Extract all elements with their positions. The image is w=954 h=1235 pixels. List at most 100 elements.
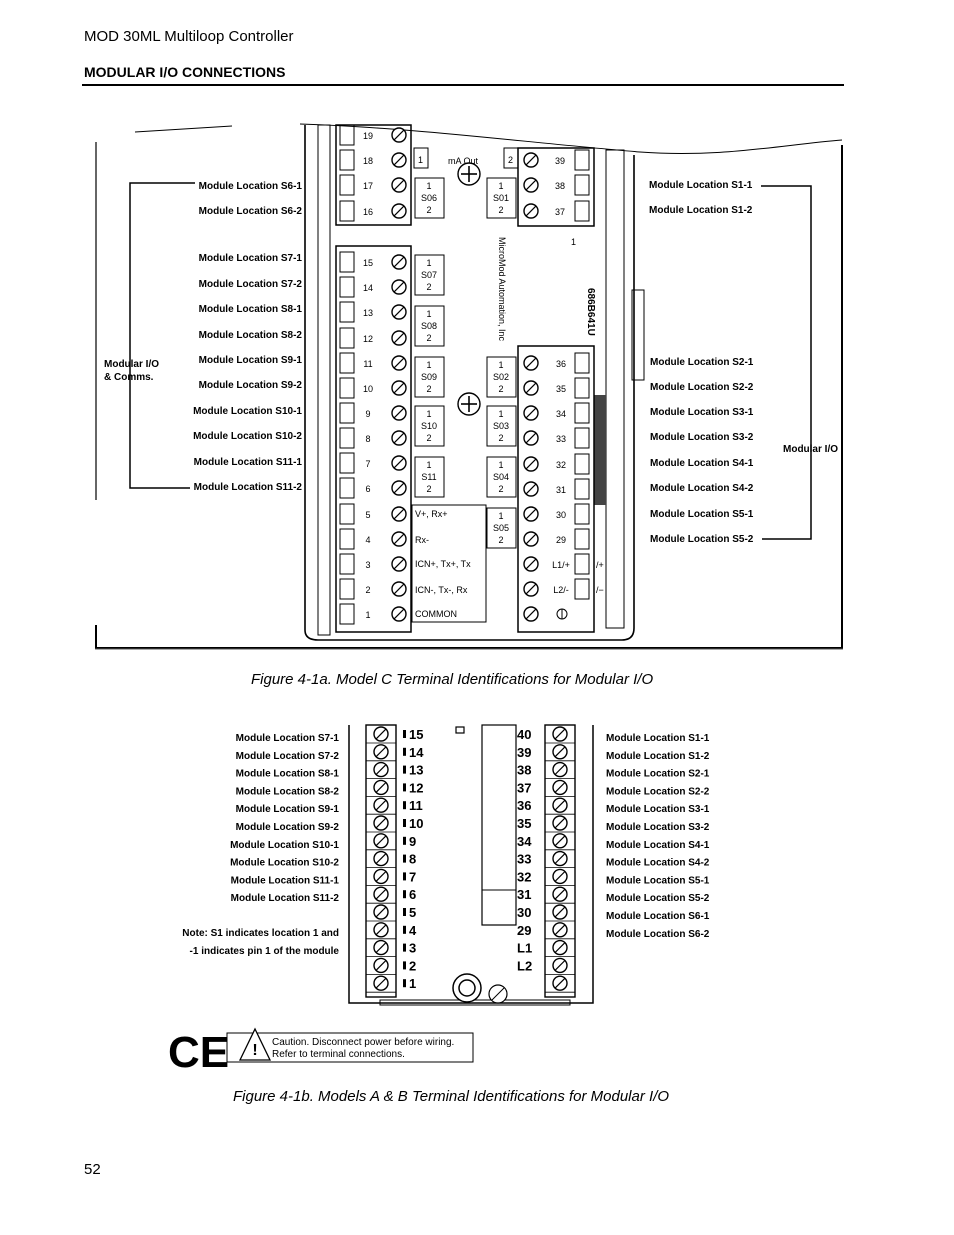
- terminal-b-left-slot: [375, 782, 387, 793]
- terminal-number-b-left: 2: [409, 958, 416, 973]
- section-title: MODULAR I/O CONNECTIONS: [84, 64, 286, 80]
- callout-label-right: Module Location S5-1: [650, 509, 754, 520]
- terminal-number-b-right: 30: [517, 905, 531, 920]
- terminal-number-b-left: 9: [409, 834, 416, 849]
- callout-label-b-right: Module Location S6-1: [606, 911, 710, 922]
- module-pin2-right: 2: [498, 433, 503, 443]
- terminal-b-left-tab: [403, 801, 406, 810]
- terminal-cell-left: [339, 174, 355, 196]
- module-pin1-left: 1: [426, 409, 431, 419]
- terminal-b-left-tab: [403, 836, 406, 845]
- manufacturer-vertical-text: MicroMod Automation, Inc: [497, 237, 507, 342]
- callout-label-b-left: Module Location S8-2: [236, 786, 340, 797]
- ma-out-pin2-box: [503, 147, 519, 169]
- terminal-number-left: 2: [365, 585, 370, 595]
- left-bracket: [129, 182, 195, 489]
- ce-mark: CE: [168, 1028, 229, 1077]
- terminal-number-right: 35: [556, 384, 566, 394]
- callout-label-right-top: Module Location S1-2: [649, 205, 753, 216]
- unit-b-screw-inner: [458, 979, 476, 997]
- callout-label-left: Module Location S7-1: [199, 253, 303, 264]
- callout-label-b-left: Module Location S9-2: [236, 822, 340, 833]
- terminal-number-b-right: 40: [517, 727, 531, 742]
- terminal-cell-left: [339, 528, 355, 550]
- unit-b-ground-slot: [491, 987, 505, 1001]
- terminal-left-slot: [393, 129, 405, 141]
- terminal-left-slot: [393, 256, 405, 268]
- terminal-number-b-left: 11: [409, 798, 423, 813]
- terminal-block-b-left: [365, 724, 397, 998]
- callout-label-b-right: Module Location S1-1: [606, 733, 710, 744]
- callout-label-b-left: Module Location S8-1: [236, 769, 340, 780]
- terminal-left-slot: [393, 281, 405, 293]
- terminal-cell-right: [574, 528, 590, 550]
- callout-label-b-left: Module Location S11-2: [231, 893, 340, 904]
- terminal-block-b-right: [544, 724, 576, 998]
- terminal-number-b-left: 1: [409, 976, 416, 991]
- module-pin1-left: 1: [426, 181, 431, 191]
- terminal-b-left-slot: [375, 942, 387, 953]
- comm-label: Rx-: [415, 535, 429, 545]
- figure-4-1b-caption: Figure 4-1b. Models A & B Terminal Ident…: [233, 1088, 670, 1105]
- module-pin1-right: 1: [498, 409, 503, 419]
- power-plus-label: /+: [596, 560, 604, 570]
- callout-label-right: Module Location S2-2: [650, 382, 754, 393]
- callout-label-right: Module Location S4-2: [650, 483, 754, 494]
- terminal-number-left: 18: [363, 156, 373, 166]
- terminal-block-left-top: [335, 124, 412, 226]
- running-title: MOD 30ML Multiloop Controller: [84, 28, 294, 45]
- terminal-cell-left: [339, 477, 355, 499]
- terminal-b-right-slot: [554, 871, 566, 882]
- callout-label-b-right: Module Location S6-2: [606, 929, 710, 940]
- module-slot-right: [486, 356, 517, 398]
- terminal-cell-right: [574, 352, 590, 374]
- terminal-b-right-slot: [554, 906, 566, 918]
- callout-label-left: Module Location S11-1: [194, 457, 303, 468]
- terminal-b-left-slot: [375, 924, 387, 936]
- terminal-number-b-left: 6: [409, 887, 416, 902]
- module-pin1-left: 1: [426, 460, 431, 470]
- terminal-right-top-slot: [525, 154, 537, 166]
- terminal-cell-left: [339, 301, 355, 323]
- terminal-b-right-slot: [554, 799, 566, 811]
- module-slot-left: [414, 254, 445, 296]
- caution-text-1: Caution. Disconnect power before wiring.: [272, 1037, 454, 1048]
- callout-label-left: Module Location S9-2: [199, 380, 303, 391]
- module-id-right: S05: [493, 523, 509, 533]
- module-slot-left: [414, 305, 445, 347]
- terminal-b-right-slot: [554, 764, 566, 775]
- module-pin2-right: 2: [498, 205, 503, 215]
- terminal-b-right-slot: [554, 924, 566, 936]
- terminal-cell-left: [339, 352, 355, 374]
- callout-label-left: Module Location S6-1: [199, 181, 303, 192]
- module-pin1-right: 1: [498, 181, 503, 191]
- terminal-b-right-slot: [554, 942, 566, 953]
- terminal-cell-right: [574, 503, 590, 525]
- terminal-left-slot: [393, 583, 405, 595]
- callout-label-b-right: Module Location S4-1: [606, 840, 710, 851]
- module-id-right: S03: [493, 421, 509, 431]
- callout-label-right: Module Location S2-1: [650, 357, 754, 368]
- terminal-b-left-tab: [403, 925, 406, 934]
- terminal-b-left-slot: [375, 960, 387, 971]
- terminal-cell-left: [339, 427, 355, 449]
- terminal-cell-left: [339, 327, 355, 349]
- indicator-square-icon: [455, 726, 465, 734]
- module-pin2-left: 2: [426, 433, 431, 443]
- terminal-number-left: 12: [363, 334, 373, 344]
- ma-out-pin2: 2: [508, 155, 513, 165]
- terminal-b-left-slot: [375, 764, 387, 775]
- terminal-block-right-top: [517, 147, 595, 227]
- terminal-number-left: 16: [363, 207, 373, 217]
- callout-label-right: Module Location S3-1: [650, 407, 754, 418]
- ma-out-pin1-box: [413, 147, 429, 169]
- module-pin1-left: 1: [426, 360, 431, 370]
- terminal-number-right: 34: [556, 409, 566, 419]
- terminal-left-slot: [393, 382, 405, 394]
- terminal-b-left-tab: [403, 890, 406, 899]
- warning-exclamation: !: [252, 1042, 257, 1059]
- terminal-number-b-right: 37: [517, 780, 531, 795]
- module-id-left: S08: [421, 321, 437, 331]
- module-pin1-right: 1: [498, 460, 503, 470]
